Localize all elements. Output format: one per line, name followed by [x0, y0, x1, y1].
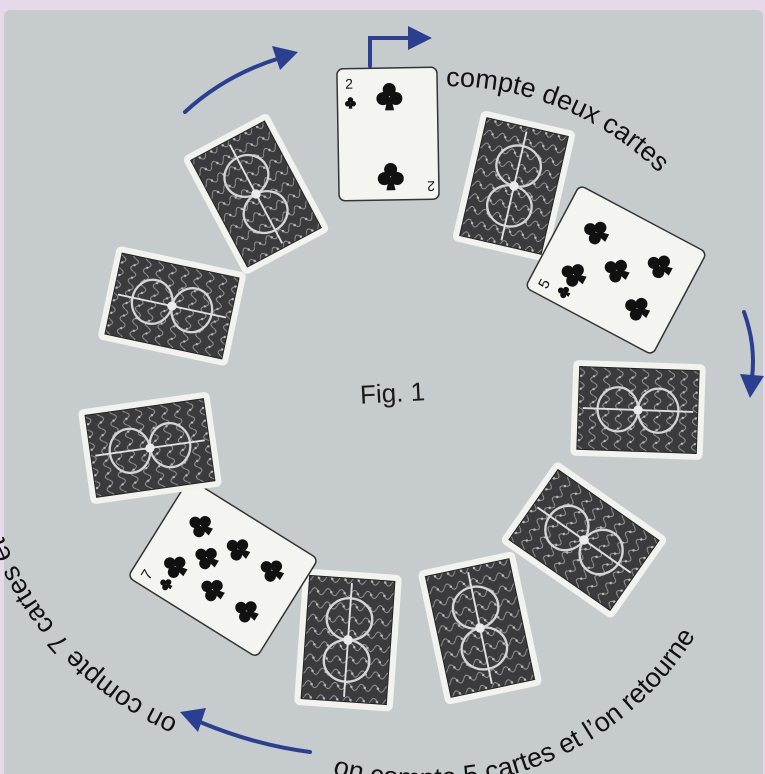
card-back-lower-right	[498, 459, 670, 621]
card-back-left-middle	[76, 390, 224, 506]
card-back-bottom-left	[292, 567, 404, 713]
card-back-bottom-right	[416, 549, 544, 707]
card-back-right-middle	[568, 358, 708, 462]
arrow-top-left-icon	[183, 46, 298, 114]
card-seven-of-clubs: 7	[129, 480, 317, 656]
figure-label: Fig. 1	[359, 376, 426, 410]
card-two-rank-bottom: 2	[427, 178, 435, 194]
card-back-upper-left	[180, 111, 332, 277]
arrow-top-start-icon	[368, 26, 432, 68]
card-back-left	[96, 244, 248, 368]
card-five-of-clubs: 5	[526, 186, 706, 354]
arrow-bottom-left-icon	[180, 708, 312, 754]
card-two-rank-top: 2	[345, 76, 353, 92]
arrow-right-icon	[740, 310, 764, 398]
card-two-of-clubs: 2 2	[336, 66, 440, 202]
